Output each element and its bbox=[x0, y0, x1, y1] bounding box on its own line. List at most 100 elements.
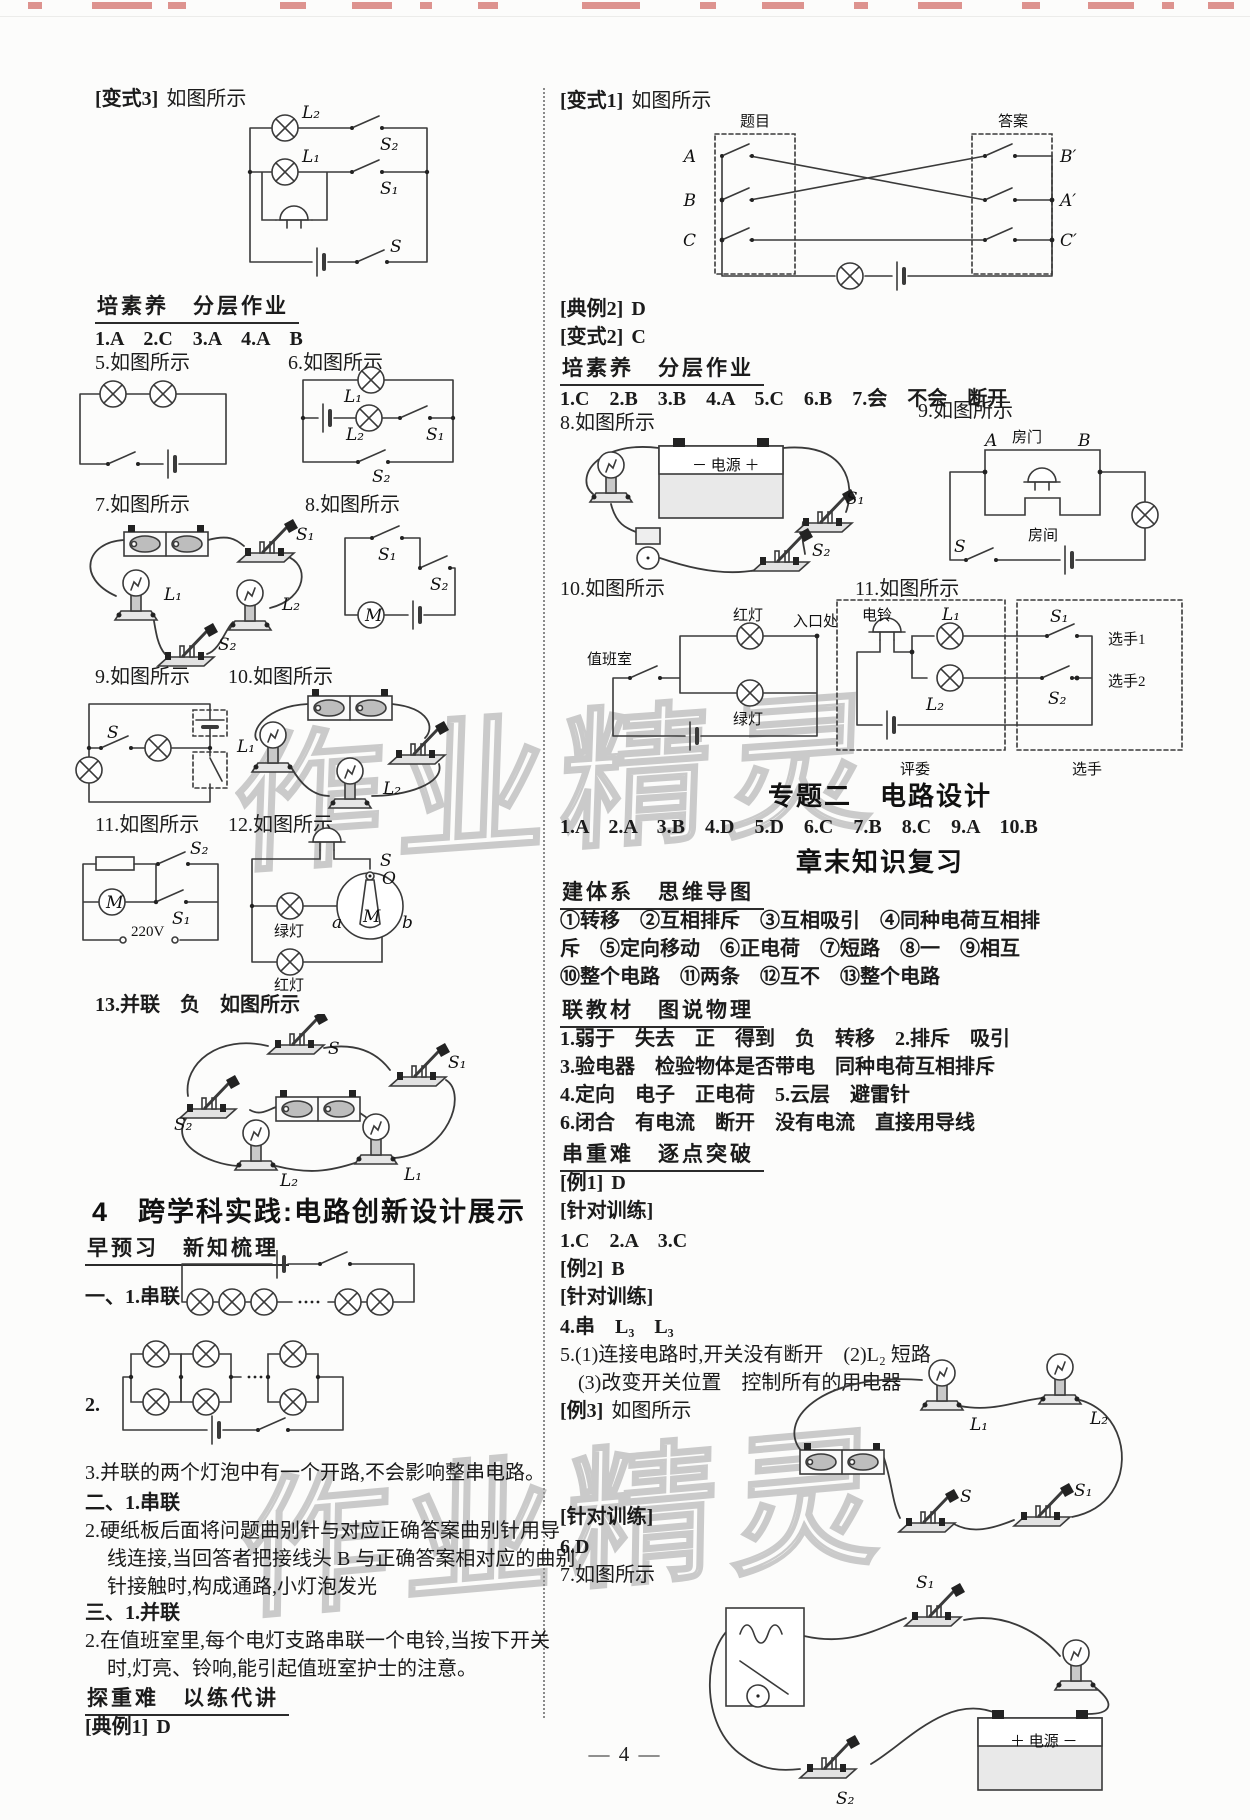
ex1-tag: [例1] bbox=[560, 1172, 604, 1194]
ex2-line: [例2]B bbox=[560, 1256, 625, 1282]
label-b: b bbox=[402, 913, 413, 933]
circuit-answer12: S O M a b 绿灯 红灯 bbox=[249, 827, 413, 994]
question10-label: 10.如图所示 bbox=[228, 666, 333, 688]
label-bell: 电铃 bbox=[862, 607, 892, 624]
lamp-icon bbox=[75, 756, 103, 784]
label-players: 选手 bbox=[1072, 761, 1102, 778]
ex3-tag: [例3] bbox=[560, 1400, 604, 1422]
topic2-title: 专题二 电路设计 bbox=[767, 781, 992, 811]
lamp-icon bbox=[936, 622, 964, 650]
switch-icon bbox=[388, 1041, 452, 1088]
label-S2: S₂ bbox=[812, 541, 831, 561]
power-supply-icon bbox=[977, 1709, 1103, 1791]
wires bbox=[344, 537, 456, 616]
fillin-1-2: 2. bbox=[85, 1394, 100, 1416]
circuit-variant3: L₂ S₂ L₁ S₁ S bbox=[247, 103, 430, 278]
battery-icon bbox=[321, 402, 332, 434]
label-S1: S₁ bbox=[426, 425, 444, 445]
drill3-answer6: 6.D bbox=[560, 1536, 590, 1558]
switch-icon bbox=[719, 187, 755, 203]
circuit-answer7-pictorial: S₁ L₁ L₂ S₂ bbox=[89, 517, 314, 668]
label-L2: L₂ bbox=[345, 425, 364, 445]
section-header-tanzhongnan: 探重难 以练代讲 bbox=[85, 1682, 289, 1716]
label-B-prime: B′ bbox=[1059, 147, 1076, 167]
bell-body bbox=[635, 527, 661, 545]
lamp-icon bbox=[271, 158, 299, 186]
label-player2: 选手2 bbox=[1108, 673, 1146, 690]
questions-box bbox=[714, 133, 796, 275]
lamp-icon bbox=[334, 1288, 362, 1316]
label-M: M bbox=[105, 893, 124, 913]
variant1-line: [变式1]如图所示 bbox=[560, 88, 711, 114]
ex3-text: 如图所示 bbox=[611, 1400, 692, 1422]
answer13-label: 13.并联 负 如图所示 bbox=[95, 994, 300, 1016]
lamp-icon bbox=[250, 1288, 278, 1316]
label-player1: 选手1 bbox=[1108, 631, 1146, 648]
fillin-1-3: 3.并联的两个灯泡中有一个开路,不会影响整串电路。 bbox=[85, 1462, 545, 1484]
circuit-answer10-pictorial: L₁ L₂ bbox=[236, 688, 451, 809]
label-C: C bbox=[683, 231, 696, 251]
ex1-answer: D bbox=[611, 1172, 626, 1194]
fillin-1-1: 一、1.串联 bbox=[85, 1286, 180, 1308]
power-supply-icon bbox=[658, 437, 784, 519]
wires bbox=[302, 379, 454, 463]
lamp-icon bbox=[366, 1288, 394, 1316]
switch-icon bbox=[317, 1251, 353, 1267]
page-edge-line bbox=[0, 16, 1250, 17]
fillin-3-1: 三、1.并联 bbox=[85, 1602, 180, 1624]
question8-right-label: 8.如图所示 bbox=[560, 412, 655, 434]
switch-icon bbox=[1012, 1481, 1076, 1528]
label-a: a bbox=[332, 913, 342, 933]
battery-icon bbox=[210, 1414, 221, 1446]
label-S2: S₂ bbox=[372, 467, 391, 485]
label-S2: S₂ bbox=[1048, 689, 1067, 709]
circuit-variant1-quiz-machine: 题目 答案 A B C B′ A′ C′ bbox=[682, 112, 1077, 292]
bulb-icon bbox=[1038, 1353, 1082, 1405]
battery-icon bbox=[885, 709, 896, 741]
coil-icon bbox=[739, 1624, 783, 1644]
mindmap-answers-line1: ①转移 ②互相排斥 ③互相吸引 ④同种电荷互相排 bbox=[560, 910, 1040, 932]
section-header-peisuyang-right: 培素养 分层作业 bbox=[560, 352, 764, 386]
switch-icon bbox=[982, 143, 1018, 159]
label-S1: S₁ bbox=[1074, 1481, 1092, 1501]
battery-icon bbox=[895, 260, 906, 292]
example1-tag: [典例1] bbox=[85, 1716, 149, 1738]
wires bbox=[708, 1617, 1110, 1771]
switch-icon bbox=[355, 449, 391, 465]
fillin-3-2-line2: 时,灯亮、铃响,能引起值班室护士的注意。 bbox=[107, 1658, 477, 1680]
label-green-lamp: 绿灯 bbox=[733, 711, 763, 728]
lamp-icon bbox=[144, 734, 172, 762]
battery-icon bbox=[275, 1250, 286, 1280]
switch-icon bbox=[255, 1417, 291, 1433]
ex2-answer: B bbox=[611, 1258, 625, 1280]
label-questions: 题目 bbox=[740, 114, 770, 130]
drill2-answer5-line1: 5.(1)连接电路时,开关没有断开 (2)L₂ 短路 bbox=[560, 1344, 931, 1366]
circuit-right10: 值班室 红灯 入口处 绿灯 bbox=[587, 607, 838, 752]
battery-icon bbox=[166, 448, 177, 480]
variant2-tag: [变式2] bbox=[560, 326, 624, 348]
pointer bbox=[359, 879, 381, 929]
page-number: — 4 — bbox=[588, 1742, 662, 1766]
switch-icon bbox=[627, 665, 663, 681]
switch-icon bbox=[349, 159, 385, 175]
bulb-icon bbox=[354, 1113, 398, 1165]
bulb-icon bbox=[328, 757, 372, 809]
label-S1: S₁ bbox=[448, 1053, 466, 1073]
label-S: S bbox=[328, 1039, 340, 1059]
bulb-icon bbox=[920, 1359, 964, 1411]
example1-line: [典例1]D bbox=[85, 1714, 171, 1740]
fillin-3-2-line1: 2.在值班室里,每个电灯支路串联一个电铃,当按下开关 bbox=[85, 1630, 550, 1652]
lamp-icon bbox=[736, 622, 764, 650]
switch-icon bbox=[897, 1487, 961, 1534]
section-header-chuanzhongnan: 串重难 逐点突破 bbox=[560, 1138, 764, 1172]
wires bbox=[82, 863, 219, 941]
label-M: M bbox=[362, 907, 381, 927]
drill3-header: [针对训练] bbox=[560, 1506, 654, 1528]
fillin-2-2-line2: 线连接,当回答者把接线头 B 与正确答案相对应的曲别 bbox=[107, 1548, 576, 1570]
variant2-answer: C bbox=[631, 326, 646, 348]
label-L1: L₁ bbox=[163, 585, 182, 605]
label-S1: S₁ bbox=[378, 545, 396, 565]
textbook-answers-line1: 1.弱于 失去 正 得到 负 转移 2.排斥 吸引 bbox=[560, 1028, 1010, 1050]
dashed-box-switch bbox=[192, 751, 228, 789]
lamp-icon bbox=[192, 1388, 220, 1416]
